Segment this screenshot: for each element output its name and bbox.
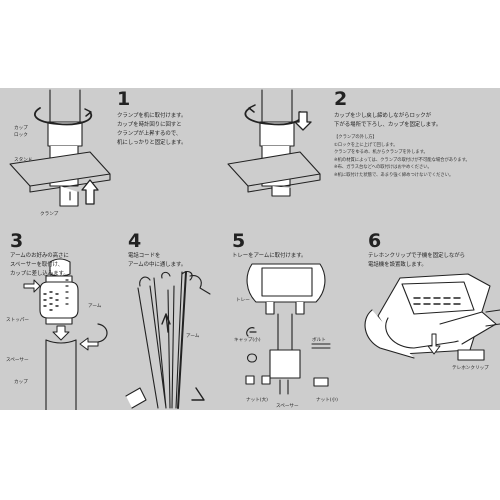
- step2-line: カップを少し戻し締めしながらロックが: [334, 113, 432, 119]
- step6-line: 電話機を設置致します。: [368, 262, 427, 268]
- step3-spacer-label: スペーサー: [6, 358, 29, 363]
- step5-bolt-label: ボルト: [312, 338, 326, 343]
- step2-note: 【クランプの外し方】 ①ロックを上に上げて回します。 クランプをゆるめ、机からク…: [334, 134, 470, 179]
- step4-instructions: 電話コードを アームの中に通します。: [128, 252, 186, 270]
- step2-line: 下がる場所で下ろし、カップを固定します。: [334, 122, 442, 128]
- step1-up-arrow-icon: [81, 179, 99, 205]
- step1-lock-label: ロック: [14, 133, 28, 138]
- step5-drawing: [245, 263, 331, 395]
- step1-line: クランプが上昇するので、: [117, 131, 182, 137]
- step4-number: 4: [128, 230, 142, 252]
- step5-nut-small-label: ナット(小): [316, 398, 338, 403]
- step2-down-arrow-icon: [294, 111, 312, 131]
- step1-line: カップを時計回りに回すと: [117, 122, 182, 128]
- step1-line: 机にしっかりと固定します。: [117, 140, 187, 146]
- step1-stand-label: スタンド: [14, 158, 33, 163]
- step4-line: アームの中に通します。: [128, 262, 187, 268]
- step6-drawing: [364, 273, 500, 361]
- instruction-panel: 1 2 3 4 5 6 クランプを机に取付けます。 カップを時計回りに回すと ク…: [0, 88, 500, 410]
- step5-number: 5: [232, 230, 246, 252]
- step3-arrows: [23, 279, 108, 351]
- step2-note-title: 【クランプの外し方】: [334, 135, 377, 140]
- step5-washer-large-label: ナット(大): [246, 398, 268, 403]
- step5-spacer-label: スペーサー: [276, 404, 299, 409]
- step1-instructions: クランプを机に取付けます。 カップを時計回りに回すと クランプが上昇するので、 …: [117, 112, 187, 148]
- step3-line: アームのお好みの高さに: [10, 253, 69, 259]
- step2-note-line: ※机に取付けた状態で、あまり強く締めつけないでください。: [334, 172, 454, 178]
- step4-arrows: [161, 313, 205, 401]
- step2-note-line: ①ロックを上に上げて回します。: [334, 142, 398, 148]
- step6-line: テレホンクリップで子機を固定しながら: [368, 253, 466, 259]
- step2-instructions: カップを少し戻し締めしながらロックが 下がる場所で下ろし、カップを固定します。: [334, 112, 441, 130]
- step3-arm-label: アーム: [88, 304, 102, 309]
- instruction-illustrations: [9, 89, 500, 410]
- step1-rotation-arrow-icon: [34, 107, 93, 126]
- step1-clamp-label: クランプ: [40, 212, 59, 217]
- step3-line: カップに差し込みます。: [10, 271, 69, 277]
- step3-instructions: アームのお好みの高さに スペーサーを取付け、 カップに差し込みます。: [10, 252, 69, 279]
- step4-arm-label: アーム: [186, 334, 200, 339]
- step1-drawing: [9, 89, 111, 207]
- step3-number: 3: [10, 230, 24, 252]
- step1-line: クランプを机に取付けます。: [117, 113, 187, 119]
- step6-instructions: テレホンクリップで子機を固定しながら 電話機を設置致します。: [368, 252, 465, 270]
- step4-drawing: [125, 271, 211, 409]
- step5-instructions: トレーをアームに取付けます。: [232, 252, 306, 261]
- step3-drawing: [39, 258, 79, 410]
- step4-line: 電話コードを: [128, 253, 161, 259]
- step3-cap-label: カップ: [14, 380, 28, 385]
- step6-number: 6: [368, 230, 382, 252]
- step5-line: トレーをアームに取付けます。: [232, 253, 307, 259]
- step3-stopper-label: ストッパー: [6, 318, 29, 323]
- step2-drawing: [227, 89, 321, 197]
- step1-cap-label: カップ: [14, 126, 28, 131]
- step2-note-line: ※机の材質によっては、クランプの取付けが不可能な場合があります。: [334, 157, 470, 163]
- step1-number: 1: [117, 88, 131, 110]
- step2-note-line: ※布、ガラス台などへの取付けはおやめください。: [334, 165, 432, 170]
- step3-line: スペーサーを取付け、: [10, 262, 64, 268]
- step6-telephone-clip-label: テレホンクリップ: [452, 366, 489, 371]
- step5-tray-label: トレー: [236, 298, 250, 303]
- step2-number: 2: [334, 88, 348, 110]
- step5-cap-small-label: キャップ(小): [234, 338, 261, 343]
- step2-note-line: クランプをゆるめ、机からクランプを外します。: [334, 150, 428, 155]
